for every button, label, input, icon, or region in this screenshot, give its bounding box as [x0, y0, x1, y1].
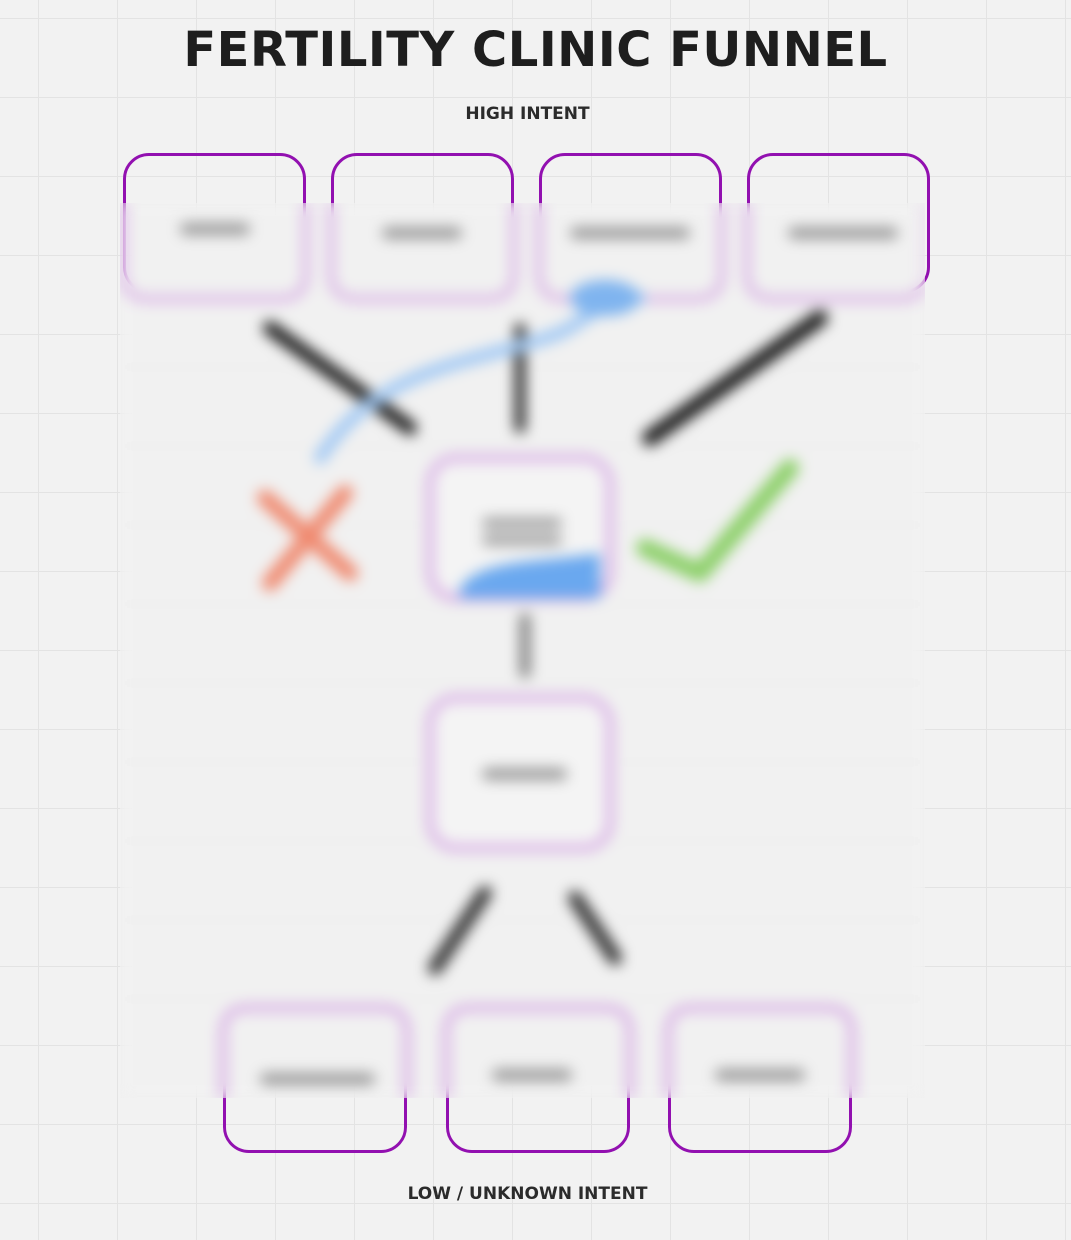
low-intent-label: LOW / UNKNOWN INTENT	[407, 1184, 648, 1204]
diagram-title: FERTILITY CLINIC FUNNEL	[183, 22, 888, 78]
blurred-diagram	[120, 203, 925, 1098]
blurred-region	[120, 203, 925, 1098]
high-intent-label: HIGH INTENT	[465, 104, 590, 124]
blurred-content	[120, 203, 925, 1098]
